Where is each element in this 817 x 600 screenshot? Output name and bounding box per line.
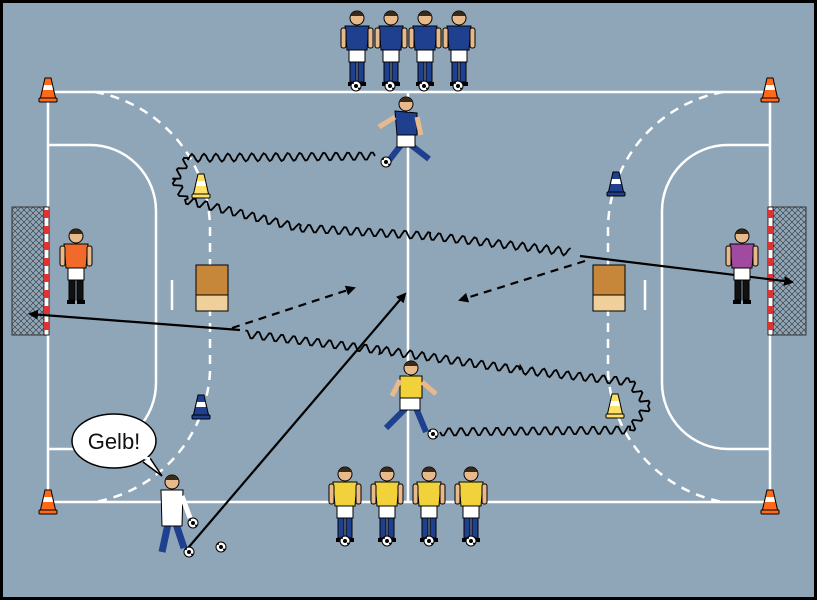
soccer-ball-icon xyxy=(427,428,439,440)
pass-arrows xyxy=(231,259,586,330)
soccer-ball-icon xyxy=(381,535,393,547)
speech-bubble-text: Gelb! xyxy=(88,429,141,454)
soccer-ball-icon xyxy=(384,80,396,92)
soccer-ball-icon xyxy=(452,80,464,92)
run-arrows xyxy=(28,254,794,549)
dribble-paths xyxy=(171,151,651,437)
soccer-ball-icon xyxy=(423,535,435,547)
soccer-ball-icon xyxy=(380,156,392,168)
vaulting-box-icon xyxy=(592,264,626,312)
blue-player-dribbling xyxy=(377,96,431,165)
soccer-ball-icon xyxy=(215,541,227,553)
soccer-ball-icon xyxy=(183,546,195,558)
soccer-ball-icon xyxy=(187,517,199,529)
soccer-ball-icon xyxy=(350,80,362,92)
soccer-ball-icon xyxy=(339,535,351,547)
soccer-ball-icon xyxy=(465,535,477,547)
yellow-player-dribbling xyxy=(383,360,438,434)
coach xyxy=(158,474,193,553)
soccer-ball-icon xyxy=(418,80,430,92)
vaulting-box-icon xyxy=(195,264,229,312)
right-goal xyxy=(767,206,807,336)
speech-bubble: Gelb! xyxy=(71,413,163,477)
